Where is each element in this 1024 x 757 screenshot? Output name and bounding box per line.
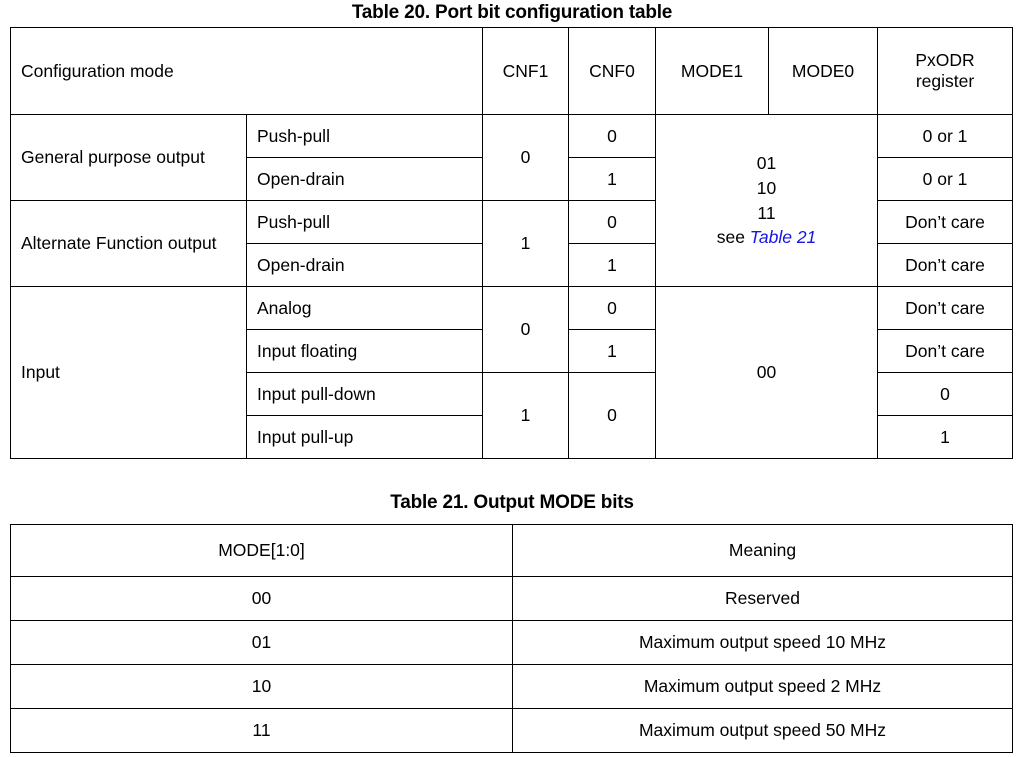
table20-header-row: Configuration mode CNF1 CNF0 MODE1 MODE0… xyxy=(9,27,1014,115)
table-row: Alternate Function output Push-pull 1 0 … xyxy=(10,200,1014,287)
table20-cnf0-gp-open-drain: 1 xyxy=(568,157,657,201)
mode-bits-01: 01 xyxy=(756,152,777,173)
table20-header-mode0: MODE0 xyxy=(768,27,879,115)
table20-type-input-floating: Input floating xyxy=(245,329,484,373)
table20-cnf1-input-pull: 1 xyxy=(482,372,570,459)
table-row: Input pull-up 1 xyxy=(11,415,1014,459)
table-row: 01 Maximum output speed 10 MHz xyxy=(10,620,1013,665)
table20-header-cnf1: CNF1 xyxy=(482,27,570,115)
table-row: 00 Reserved xyxy=(10,576,1013,621)
table-row: General purpose output Push-pull 0 0 01 … xyxy=(10,114,1014,287)
table21-meaning-01: Maximum output speed 10 MHz xyxy=(512,620,1013,665)
table20-cnf1-gp: 0 xyxy=(482,114,570,201)
table20-pxodr-input-pull-up: 1 xyxy=(877,415,1014,459)
table21-meaning-10: Maximum output speed 2 MHz xyxy=(512,664,1013,709)
table21-header-row: MODE[1:0] Meaning xyxy=(10,524,1013,577)
table20-pxodr-gp-open-drain: 0 or 1 xyxy=(877,157,1014,201)
table21-header-mode: MODE[1:0] xyxy=(10,524,513,577)
table21-mode-01: 01 xyxy=(10,620,513,665)
table20-group-label-alternate-function-output: Alternate Function output xyxy=(10,200,247,287)
table20-header-cnf0: CNF0 xyxy=(568,27,657,115)
table20-group-label-general-purpose-output: General purpose output xyxy=(10,114,247,201)
table20-cnf0-af-open-drain: 1 xyxy=(568,243,657,287)
pxodr-label-line2: register xyxy=(915,71,975,91)
table20-pxodr-af-push-pull: Don’t care xyxy=(877,200,1014,244)
table-row: Open-drain 1 Don’t care xyxy=(11,243,1014,287)
table20-cnf0-input-floating: 1 xyxy=(568,329,657,373)
table20-group-label-input: Input xyxy=(10,286,247,459)
table20-cnf1-input-analog-floating: 0 xyxy=(482,286,570,373)
table20-type-input-pull-up: Input pull-up xyxy=(245,415,484,459)
table20-pxodr-input-pull-down: 0 xyxy=(877,372,1014,416)
table20-header-mode1: MODE1 xyxy=(655,27,770,115)
table20-mode-input-value: 00 xyxy=(655,286,879,459)
table20-cnf0-af-push-pull: 0 xyxy=(568,200,657,244)
table-row: Input Analog 0 0 00 Don’t care xyxy=(10,286,1014,459)
table20-header-pxodr-register: PxODR register xyxy=(877,27,1014,115)
table21-meaning-00: Reserved xyxy=(512,576,1013,621)
table20-type-gp-open-drain: Open-drain xyxy=(245,157,484,201)
table-21-link[interactable]: Table 21 xyxy=(749,227,817,248)
table21-mode-10: 10 xyxy=(10,664,513,709)
output-mode-bits-table: MODE[1:0] Meaning 00 Reserved 01 Maximum… xyxy=(10,524,1013,753)
table20-type-af-push-pull: Push-pull xyxy=(245,200,484,244)
table21-caption: Table 21. Output MODE bits xyxy=(390,492,634,513)
table-row: 11 Maximum output speed 50 MHz xyxy=(10,708,1013,753)
table20-pxodr-input-analog: Don’t care xyxy=(877,286,1014,330)
table20-type-gp-push-pull: Push-pull xyxy=(245,114,484,158)
table21-mode-11: 11 xyxy=(10,708,513,753)
table20-cnf0-input-pull: 0 xyxy=(568,372,657,459)
table20-type-input-pull-down: Input pull-down xyxy=(245,372,484,416)
table20-cnf0-gp-push-pull: 0 xyxy=(568,114,657,158)
table20-header-configuration-mode: Configuration mode xyxy=(9,27,484,115)
table20-pxodr-af-open-drain: Don’t care xyxy=(877,243,1014,287)
table20-type-af-open-drain: Open-drain xyxy=(245,243,484,287)
table20-cnf1-af: 1 xyxy=(482,200,570,287)
table20-pxodr-input-floating: Don’t care xyxy=(877,329,1014,373)
table-row: Open-drain 1 0 or 1 xyxy=(11,157,1014,201)
table-row: Input floating 1 Don’t care xyxy=(11,329,1014,373)
table20-caption: Table 20. Port bit configuration table xyxy=(351,2,673,23)
mode-bits-11: 11 xyxy=(757,202,776,223)
table21-meaning-11: Maximum output speed 50 MHz xyxy=(512,708,1013,753)
mode-bits-10: 10 xyxy=(756,177,777,198)
pxodr-label-line1: PxODR xyxy=(915,50,975,70)
table20-type-input-analog: Analog xyxy=(245,286,484,330)
table21-mode-00: 00 xyxy=(10,576,513,621)
table20-mode-output-values: 01 10 11 see Table 21 xyxy=(655,114,879,287)
mode-see-table21-line: see Table 21 xyxy=(666,225,867,250)
table-row: 10 Maximum output speed 2 MHz xyxy=(10,664,1013,709)
port-bit-configuration-table: Configuration mode CNF1 CNF0 MODE1 MODE0… xyxy=(9,27,1014,459)
see-label: see xyxy=(716,227,750,248)
table21-header-meaning: Meaning xyxy=(512,524,1013,577)
table20-pxodr-gp-push-pull: 0 or 1 xyxy=(877,114,1014,158)
table20-cnf0-input-analog: 0 xyxy=(568,286,657,330)
